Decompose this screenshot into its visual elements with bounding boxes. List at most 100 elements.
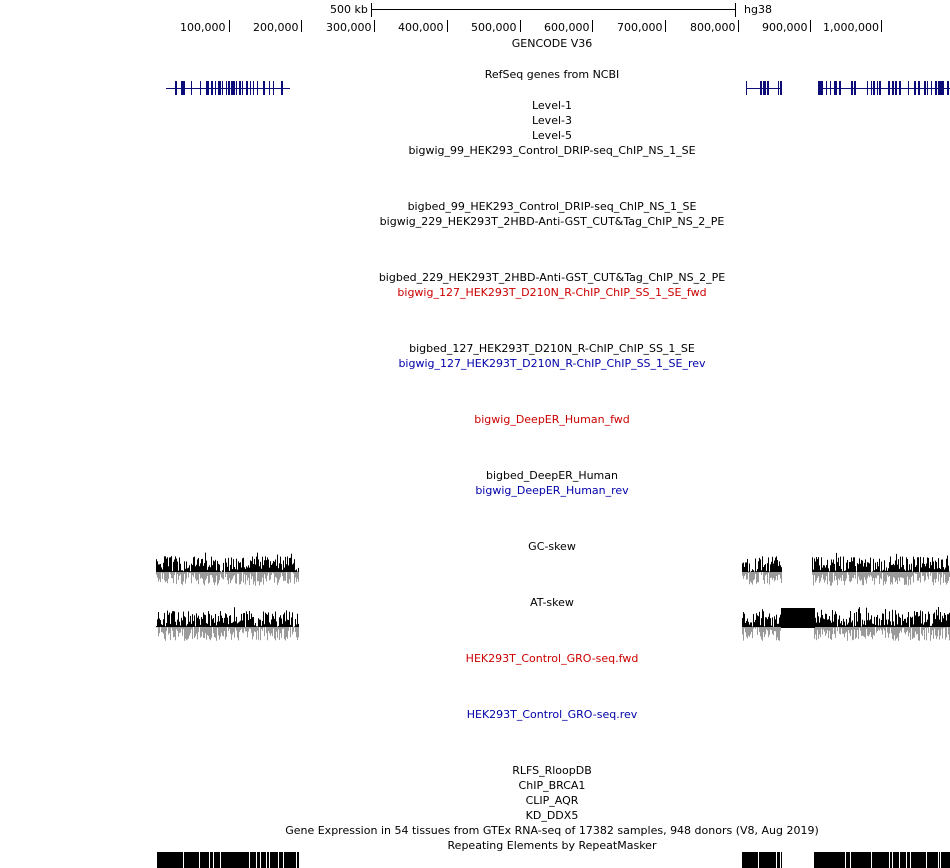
skew-bar-negative (779, 572, 780, 575)
track-label-repeatmasker[interactable]: Repeating Elements by RepeatMasker (447, 839, 657, 852)
skew-bar-negative (180, 572, 181, 575)
skew-bar-negative (861, 572, 862, 580)
skew-bar-negative (820, 572, 821, 582)
skew-bar-positive (159, 618, 160, 627)
assembly-label: hg38 (744, 3, 772, 16)
skew-bar-negative (753, 627, 754, 629)
skew-bar-positive (944, 613, 945, 627)
skew-bar-positive (294, 626, 295, 627)
skew-bar-positive (868, 612, 869, 627)
track-label-refseq[interactable]: RefSeq genes from NCBI (484, 68, 620, 81)
repeatmasker-features[interactable] (156, 852, 950, 868)
skew-bar-negative (839, 572, 840, 581)
gene-exon (908, 81, 909, 95)
at-skew-signal[interactable] (156, 607, 950, 641)
skew-bar-positive (291, 617, 292, 627)
refseq-gene-features[interactable] (166, 81, 950, 95)
track-label-level1[interactable]: Level-1 (531, 99, 572, 112)
skew-bar-positive (192, 564, 193, 572)
skew-bar-positive (250, 619, 251, 627)
track-label-at-skew[interactable]: AT-skew (530, 596, 574, 609)
skew-bar-negative (932, 627, 933, 631)
skew-bar-negative (862, 572, 863, 585)
track-label-level5[interactable]: Level-5 (531, 129, 572, 142)
skew-bar-negative (766, 572, 767, 575)
skew-bar-negative (848, 572, 849, 575)
track-label-chip-brca1[interactable]: ChIP_BRCA1 (518, 779, 586, 792)
skew-bar-negative (816, 627, 817, 641)
skew-bar-negative (824, 627, 825, 632)
skew-bar-positive (768, 616, 769, 627)
skew-bar-negative (253, 627, 254, 637)
track-label-bigbed-99[interactable]: bigbed_99_HEK293_Control_DRIP-seq_ChIP_N… (407, 200, 697, 213)
skew-bar-negative (285, 627, 286, 641)
skew-bar-positive (748, 571, 749, 572)
track-label-bigwig-127-rev[interactable]: bigwig_127_HEK293T_D210N_R-ChIP_ChIP_SS_… (398, 357, 706, 370)
track-label-bigwig-229[interactable]: bigwig_229_HEK293T_2HBD-Anti-GST_CUT&Tag… (379, 215, 725, 228)
track-label-bigbed-127[interactable]: bigbed_127_HEK293T_D210N_R-ChIP_ChIP_SS_… (409, 342, 695, 355)
skew-bar-negative (256, 627, 257, 640)
skew-bar-positive (898, 559, 899, 572)
skew-bar-positive (895, 610, 896, 627)
skew-bar-positive (244, 612, 245, 627)
skew-bar-negative (261, 572, 262, 582)
skew-bar-positive (279, 617, 280, 627)
track-label-level3[interactable]: Level-3 (531, 114, 572, 127)
track-label-bigbed-229[interactable]: bigbed_229_HEK293T_2HBD-Anti-GST_CUT&Tag… (378, 271, 726, 284)
skew-bar-positive (882, 570, 883, 572)
skew-bar-negative (232, 627, 233, 635)
track-label-kd-ddx5[interactable]: KD_DDX5 (525, 809, 579, 822)
skew-bar-negative (757, 572, 758, 583)
skew-bar-positive (911, 563, 912, 572)
track-label-deeper-fwd[interactable]: bigwig_DeepER_Human_fwd (474, 413, 630, 426)
skew-bar-positive (755, 558, 756, 572)
skew-bar-positive (226, 614, 227, 627)
skew-bar-positive (836, 613, 837, 627)
skew-bar-positive (210, 567, 211, 572)
skew-bar-positive (290, 624, 291, 627)
skew-bar-negative (895, 627, 896, 641)
skew-bar-negative (179, 572, 180, 576)
skew-bar-positive (774, 616, 775, 627)
track-label-bigwig-127-fwd[interactable]: bigwig_127_HEK293T_D210N_R-ChIP_ChIP_SS_… (397, 286, 707, 299)
skew-bar-negative (854, 627, 855, 630)
skew-bar-negative (938, 627, 939, 630)
skew-bar-negative (857, 627, 858, 631)
base-position-ruler[interactable]: 100,000 200,000 300,000 400,000 500,000 … (0, 18, 950, 36)
skew-bar-negative (264, 627, 265, 637)
skew-bar-negative (819, 627, 820, 635)
gene-exon (888, 81, 890, 95)
track-label-gro-fwd[interactable]: HEK293T_Control_GRO-seq.fwd (465, 652, 639, 665)
skew-bar-negative (871, 572, 872, 577)
track-label-gc-skew[interactable]: GC-skew (528, 540, 576, 553)
skew-bar-positive (184, 561, 185, 572)
skew-bar-positive (860, 613, 861, 627)
skew-bar-negative (162, 627, 163, 633)
skew-bar-positive (835, 570, 836, 572)
skew-bar-positive (295, 570, 296, 572)
skew-bar-positive (750, 622, 751, 627)
track-label-clip-aqr[interactable]: CLIP_AQR (525, 794, 579, 807)
repeat-gap (889, 852, 890, 868)
track-label-gro-rev[interactable]: HEK293T_Control_GRO-seq.rev (466, 708, 638, 721)
gc-skew-signal[interactable] (156, 552, 950, 586)
skew-bar-negative (859, 627, 860, 629)
skew-bar-positive (225, 613, 226, 627)
skew-bar-negative (168, 572, 169, 579)
track-label-bigbed-deeper[interactable]: bigbed_DeepER_Human (485, 469, 618, 482)
track-label-gencode[interactable]: GENCODE V36 (511, 37, 593, 50)
skew-bar-positive (920, 556, 921, 572)
track-label-deeper-rev[interactable]: bigwig_DeepER_Human_rev (475, 484, 629, 497)
skew-bar-negative (248, 627, 249, 632)
skew-bar-negative (914, 572, 915, 573)
track-label-rlfs[interactable]: RLFS_RloopDB (512, 764, 592, 777)
skew-bar-positive (745, 562, 746, 572)
skew-bar-positive (867, 620, 868, 627)
gene-exon (780, 81, 782, 95)
ruler-tick-label: 1,000,000 (823, 21, 879, 34)
track-label-bigwig-99[interactable]: bigwig_99_HEK293_Control_DRIP-seq_ChIP_N… (408, 144, 696, 157)
track-label-gtex[interactable]: Gene Expression in 54 tissues from GTEx … (285, 824, 819, 837)
skew-bar-negative (821, 572, 822, 578)
skew-bar-negative (177, 572, 178, 575)
skew-bar-positive (861, 559, 862, 572)
